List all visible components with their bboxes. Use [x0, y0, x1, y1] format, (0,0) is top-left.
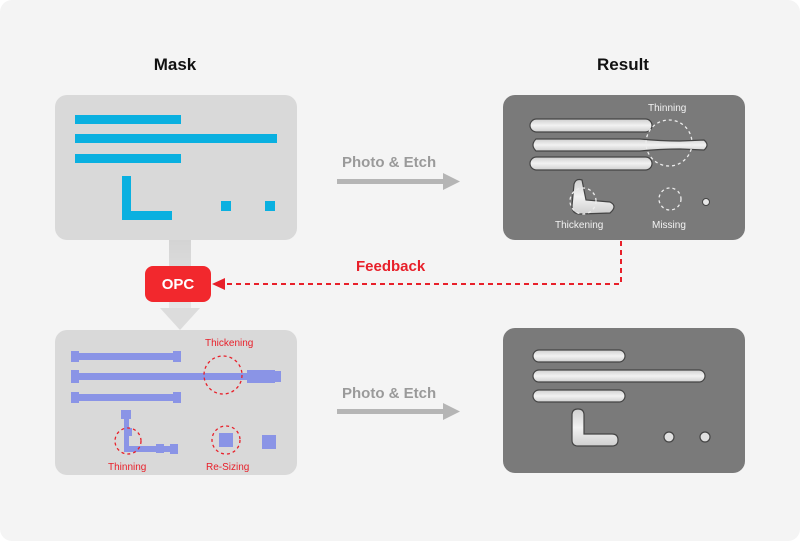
opc-mask-pattern [71, 351, 281, 455]
opc-badge: OPC [145, 266, 211, 302]
result-column-title: Result [597, 55, 649, 74]
thinning-opc-label: Thinning [108, 462, 147, 473]
thickening-opc-label: Thickening [205, 338, 254, 349]
distorted-result-pattern [529, 118, 710, 215]
corrected-result-pattern [532, 349, 711, 447]
photo-etch-arrow-top [337, 173, 460, 190]
feedback-label: Feedback [356, 258, 426, 275]
mask-pattern [75, 115, 277, 220]
photo-etch-label-top: Photo & Etch [342, 154, 437, 171]
thinning-result-label: Thinning [648, 103, 687, 114]
resizing-opc-label: Re-Sizing [206, 462, 250, 473]
missing-result-label: Missing [652, 220, 686, 231]
thickening-result-label: Thickening [555, 220, 604, 231]
photo-etch-arrow-bottom [337, 403, 460, 420]
photo-etch-label-bottom: Photo & Etch [342, 385, 437, 402]
feedback-arrow [212, 241, 622, 290]
mask-column-title: Mask [153, 55, 197, 74]
